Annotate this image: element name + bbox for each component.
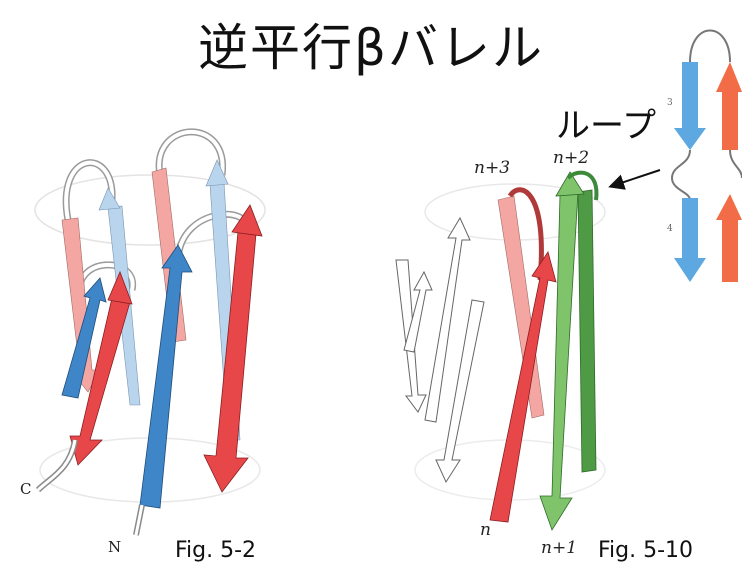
caption-fig-5-10: Fig. 5-10 <box>598 538 693 563</box>
strand-green-1 <box>540 192 578 530</box>
label-c-terminus: C <box>20 480 31 498</box>
label-n-plus-3: n+3 <box>474 158 510 178</box>
left-beta-barrel <box>35 132 265 535</box>
inset-blue-arrow-bottom <box>674 198 706 282</box>
strand-green-2 <box>578 190 596 472</box>
label-n-terminus: N <box>108 538 121 556</box>
right-beta-barrel <box>396 172 605 530</box>
label-n-plus-1: n+1 <box>541 538 577 558</box>
inset-label-4: 4 <box>667 224 673 234</box>
strand-red-arrowhead-top <box>232 205 262 236</box>
inset-blue-arrow-top <box>674 62 706 150</box>
inset-label-3: 3 <box>667 98 673 108</box>
loop-pointer-arrow <box>612 170 660 186</box>
caption-fig-5-2: Fig. 5-2 <box>175 538 256 563</box>
label-n: n <box>480 520 491 540</box>
loop-label: ループ <box>556 98 656 147</box>
inset-orange-arrow-bottom <box>722 220 738 282</box>
strand-red-2 <box>204 232 256 492</box>
strand-light-blue-arrowhead-2 <box>99 188 120 210</box>
inset-orange-arrow-top <box>722 92 738 150</box>
inset-topology-diagram <box>672 31 742 283</box>
label-n-plus-2: n+2 <box>553 148 589 168</box>
